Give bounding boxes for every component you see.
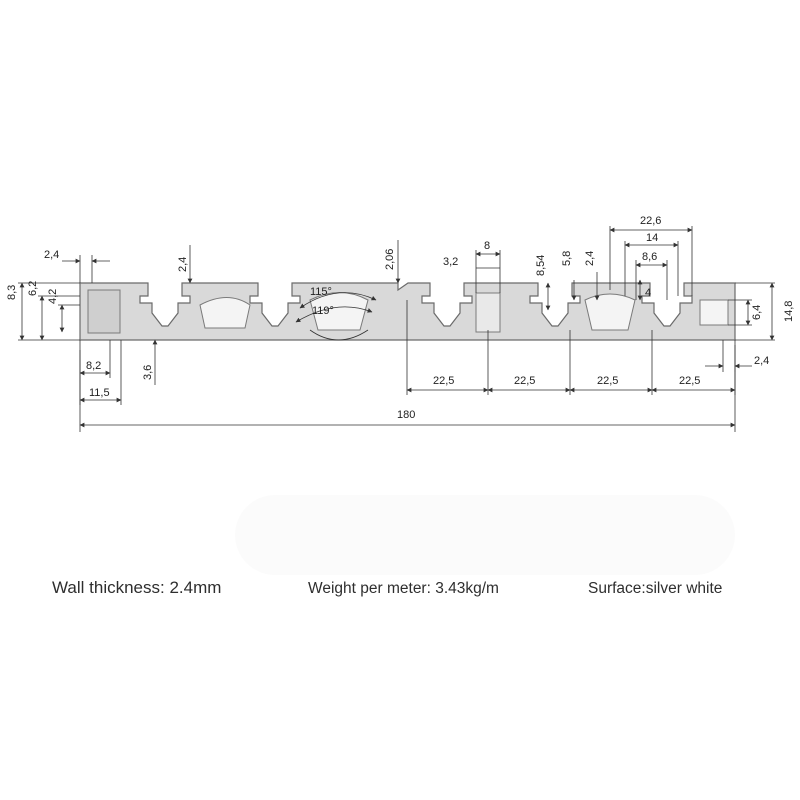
dim-2-4-mid: 2,4 (584, 251, 596, 266)
cavity-5 (87, 289, 121, 334)
dimension-lines (18, 226, 775, 432)
dim-2-4-right: 2,4 (754, 355, 769, 367)
dim-14-8: 14,8 (783, 301, 795, 322)
dim-angle-119: 119° (312, 305, 334, 317)
dim-overall-width: 180 (397, 409, 415, 421)
dim-2-4-slot1: 2,4 (177, 257, 189, 272)
cavity-1 (199, 297, 251, 329)
dim-5-8: 5,8 (561, 251, 573, 266)
cavity-6 (699, 299, 729, 326)
dim-11-5: 11,5 (89, 387, 110, 399)
dim-angle-115: 115° (310, 286, 332, 298)
spec-wall-thickness: Wall thickness: 2.4mm (52, 578, 222, 597)
aluminium-profile (79, 282, 736, 341)
cavity-3 (475, 292, 501, 333)
dim-8: 8 (484, 240, 490, 252)
dim-pitch-1: 22,5 (433, 375, 454, 387)
spec-weight: Weight per meter: 3.43kg/m (308, 580, 499, 597)
dim-4-2: 4,2 (47, 289, 59, 304)
dim-pitch-4: 22,5 (679, 375, 700, 387)
dim-2-06: 2,06 (384, 249, 396, 270)
spec-surface: Surface:silver white (588, 580, 723, 597)
dimension-labels: 2,4 8,3 6,2 4,2 2,4 3,6 8,2 11,5 115° 11… (6, 215, 795, 421)
background-glow (235, 495, 735, 575)
profile-outline (79, 282, 736, 341)
dim-8-2: 8,2 (86, 360, 101, 372)
dim-pitch-2: 22,5 (514, 375, 535, 387)
dim-pitch-3: 22,5 (597, 375, 618, 387)
dim-6-4: 6,4 (751, 305, 763, 320)
dim-14: 14 (646, 232, 658, 244)
dim-3-6: 3,6 (142, 365, 154, 380)
dim-6-2: 6,2 (27, 281, 39, 296)
dim-8-6: 8,6 (642, 251, 657, 263)
dim-3-2: 3,2 (443, 256, 458, 268)
cavity-4 (584, 293, 636, 331)
dim-2-4-top-left: 2,4 (44, 249, 59, 261)
dim-22-6: 22,6 (640, 215, 661, 227)
dim-8-3: 8,3 (6, 285, 18, 300)
dim-4: 4 (645, 287, 651, 299)
dim-8-54: 8,54 (535, 255, 547, 276)
